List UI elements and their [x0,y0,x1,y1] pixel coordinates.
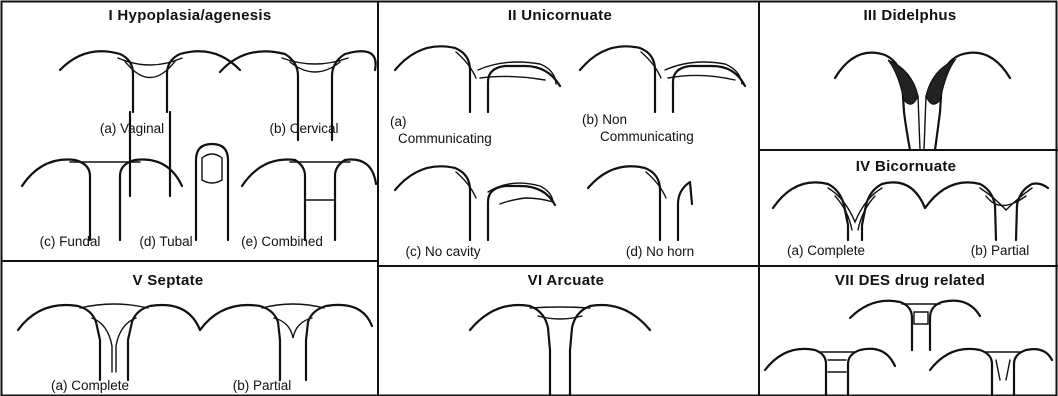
uterus-VII-1-diagram [850,301,980,350]
uterus-VII-2-diagram [765,349,895,396]
uterus-VII-3-diagram [930,349,1052,396]
